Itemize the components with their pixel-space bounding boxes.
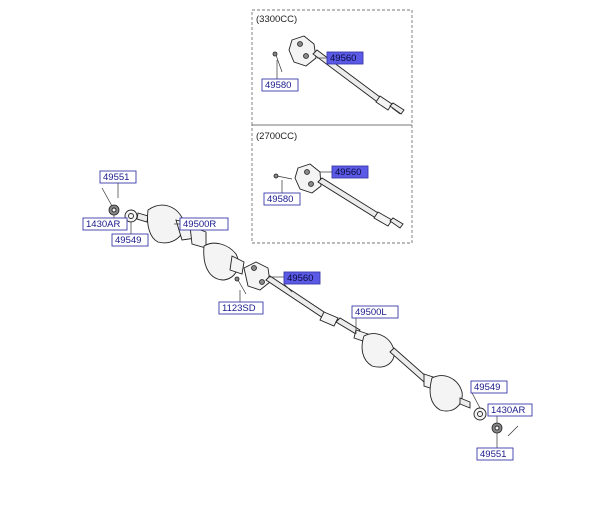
label-49560-main[interactable]: 49560 xyxy=(268,271,321,293)
label-49560-2700cc[interactable]: 49560 xyxy=(320,165,369,179)
label-49549-right[interactable]: 49549 xyxy=(111,222,149,247)
svg-text:49580: 49580 xyxy=(267,194,293,205)
svg-text:49580: 49580 xyxy=(265,80,291,91)
svg-text:49560: 49560 xyxy=(287,273,313,284)
section-2700cc: (2700CC) xyxy=(251,124,413,244)
svg-text:49500R: 49500R xyxy=(183,219,216,230)
section-2700cc-label: (2700CC) xyxy=(256,131,297,142)
label-49580-3300cc[interactable]: 49580 xyxy=(261,60,299,92)
shaft-3300cc-drawing xyxy=(272,35,405,115)
label-49549-left[interactable]: 49549 xyxy=(470,380,508,409)
svg-text:49500L: 49500L xyxy=(355,307,387,318)
svg-text:49551: 49551 xyxy=(480,449,506,460)
section-2700cc-border xyxy=(251,124,413,244)
main-driveshaft-drawing xyxy=(101,187,519,437)
svg-text:49549: 49549 xyxy=(115,235,141,246)
label-1430ar-left[interactable]: 1430AR xyxy=(487,403,533,423)
svg-text:1430AR: 1430AR xyxy=(86,219,120,230)
label-1430ar-right[interactable]: 1430AR xyxy=(82,215,128,231)
label-49500l[interactable]: 49500L xyxy=(351,305,399,334)
label-49560-3300cc[interactable]: 49560 xyxy=(317,51,364,65)
label-49551-left[interactable]: 49551 xyxy=(476,433,514,461)
svg-text:1430AR: 1430AR xyxy=(491,405,525,416)
shaft-2700cc-drawing xyxy=(273,163,404,229)
svg-text:49551: 49551 xyxy=(103,172,129,183)
svg-text:49549: 49549 xyxy=(474,382,500,393)
label-1123sd[interactable]: 1123SD xyxy=(218,290,264,315)
svg-text:1123SD: 1123SD xyxy=(222,303,256,314)
section-3300cc-label: (3300CC) xyxy=(256,14,297,25)
svg-text:49560: 49560 xyxy=(330,53,356,64)
label-49580-2700cc[interactable]: 49580 xyxy=(263,180,301,206)
label-49551-right[interactable]: 49551 xyxy=(99,170,137,198)
label-49500r[interactable]: 49500R xyxy=(174,217,229,231)
svg-text:49560: 49560 xyxy=(335,167,361,178)
